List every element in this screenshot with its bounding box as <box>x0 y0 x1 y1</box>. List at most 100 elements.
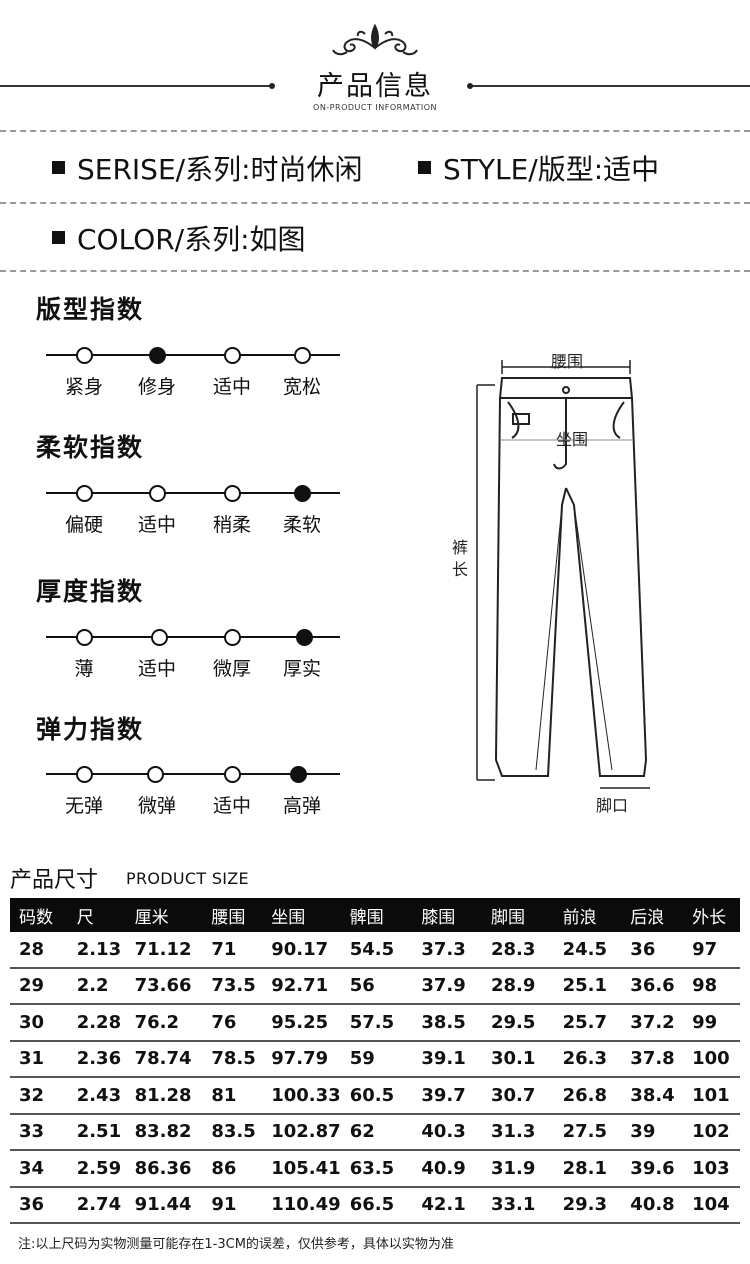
table-cell: 28.3 <box>481 932 554 969</box>
table-cell: 38.5 <box>412 1004 482 1042</box>
scale-label: 适中 <box>212 376 251 398</box>
scale-marker <box>76 485 93 502</box>
header-dot-left <box>269 83 275 89</box>
table-cell: 29.3 <box>553 1186 622 1224</box>
table-cell: 102 <box>683 1113 740 1151</box>
header-title: 产品信息 <box>317 71 433 102</box>
table-cell: 95.25 <box>262 1004 341 1042</box>
table-cell: 26.3 <box>553 1040 622 1078</box>
table-cell: 62 <box>340 1113 413 1151</box>
table-cell: 37.8 <box>621 1040 684 1078</box>
scale-label: 微厚 <box>212 658 251 680</box>
table-cell: 83.5 <box>202 1113 263 1151</box>
table-cell: 57.5 <box>340 1004 413 1042</box>
table-cell: 71 <box>202 932 263 969</box>
column-header: 尺 <box>67 898 126 932</box>
spec-serise-text: SERISE/系列:时尚休闲 <box>77 153 363 186</box>
scale-marker-selected <box>290 766 307 783</box>
scale-label: 适中 <box>212 795 251 817</box>
table-cell: 29.5 <box>481 1004 554 1042</box>
table-cell: 92.71 <box>262 967 341 1005</box>
table-cell: 78.74 <box>125 1040 203 1078</box>
table-cell: 66.5 <box>340 1186 413 1224</box>
table-cell: 101 <box>683 1077 740 1115</box>
table-cell: 83.82 <box>125 1113 203 1151</box>
table-cell: 100.33 <box>262 1077 341 1115</box>
table-cell: 2.36 <box>67 1040 126 1078</box>
table-cell: 2.2 <box>67 967 126 1005</box>
table-cell: 105.41 <box>262 1150 341 1188</box>
table-cell: 36 <box>10 1186 68 1224</box>
hip-label: 坐围 <box>556 430 589 449</box>
table-cell: 28.1 <box>553 1150 622 1188</box>
table-cell: 28 <box>10 932 68 969</box>
length-label-2: 长 <box>452 560 469 579</box>
scale-label: 稍柔 <box>212 514 251 536</box>
scale-marker <box>76 347 93 364</box>
table-cell: 76.2 <box>125 1004 203 1042</box>
scale-marker <box>224 629 241 646</box>
scale-marker <box>224 347 241 364</box>
table-cell: 97.79 <box>262 1040 341 1078</box>
scale-label: 微弹 <box>137 795 176 817</box>
table-cell: 90.17 <box>262 932 341 969</box>
table-cell: 63.5 <box>340 1150 413 1188</box>
bullet-square-icon <box>418 161 431 174</box>
table-cell: 86.36 <box>125 1150 203 1188</box>
table-header-row: 码数 尺 厘米 腰围 坐围 髀围 膝围 脚围 前浪 后浪 外长 <box>10 898 740 932</box>
waist-label: 腰围 <box>551 352 584 371</box>
table-cell: 37.2 <box>621 1004 684 1042</box>
column-header: 前浪 <box>553 898 622 932</box>
table-cell: 81 <box>202 1077 263 1115</box>
table-cell: 28.9 <box>481 967 554 1005</box>
table-cell: 33.1 <box>481 1186 554 1224</box>
divider-1 <box>0 130 750 132</box>
spec-color: COLOR/系列:如图 <box>52 218 306 258</box>
pants-diagram-icon <box>476 360 650 789</box>
table-cell: 104 <box>683 1186 740 1224</box>
table-cell: 103 <box>683 1150 740 1188</box>
divider-2 <box>0 202 750 204</box>
index-title: 厚度指数 <box>36 577 145 606</box>
scale-line <box>46 492 340 494</box>
table-cell: 81.28 <box>125 1077 203 1115</box>
scale-label: 宽松 <box>282 376 321 398</box>
column-header: 后浪 <box>621 898 684 932</box>
scale-marker <box>147 766 164 783</box>
column-header: 外长 <box>683 898 740 932</box>
scale-line <box>46 773 340 775</box>
ornament-icon <box>332 23 418 56</box>
table-cell: 98 <box>683 967 740 1005</box>
scale-marker <box>224 485 241 502</box>
table-cell: 60.5 <box>340 1077 413 1115</box>
table-cell: 32 <box>10 1077 68 1115</box>
table-cell: 26.8 <box>553 1077 622 1115</box>
table-cell: 2.43 <box>67 1077 126 1115</box>
scale-label: 高弹 <box>282 795 321 817</box>
table-cell: 78.5 <box>202 1040 263 1078</box>
table-cell: 37.3 <box>412 932 482 969</box>
spec-serise: SERISE/系列:时尚休闲 <box>52 148 363 188</box>
table-cell: 30.1 <box>481 1040 554 1078</box>
table-cell: 42.1 <box>412 1186 482 1224</box>
table-cell: 54.5 <box>340 932 413 969</box>
table-cell: 31.9 <box>481 1150 554 1188</box>
header-subtitle: ON-PRODUCT INFORMATION <box>313 103 437 112</box>
table-cell: 59 <box>340 1040 413 1078</box>
scale-label: 适中 <box>137 658 176 680</box>
header-dot-right <box>467 83 473 89</box>
table-cell: 29 <box>10 967 68 1005</box>
table-cell: 91.44 <box>125 1186 203 1224</box>
scale-label: 薄 <box>74 658 94 680</box>
bullet-square-icon <box>52 231 65 244</box>
table-cell: 86 <box>202 1150 263 1188</box>
column-header: 码数 <box>10 898 68 932</box>
size-title: 产品尺寸 <box>10 868 99 893</box>
table-cell: 40.9 <box>412 1150 482 1188</box>
